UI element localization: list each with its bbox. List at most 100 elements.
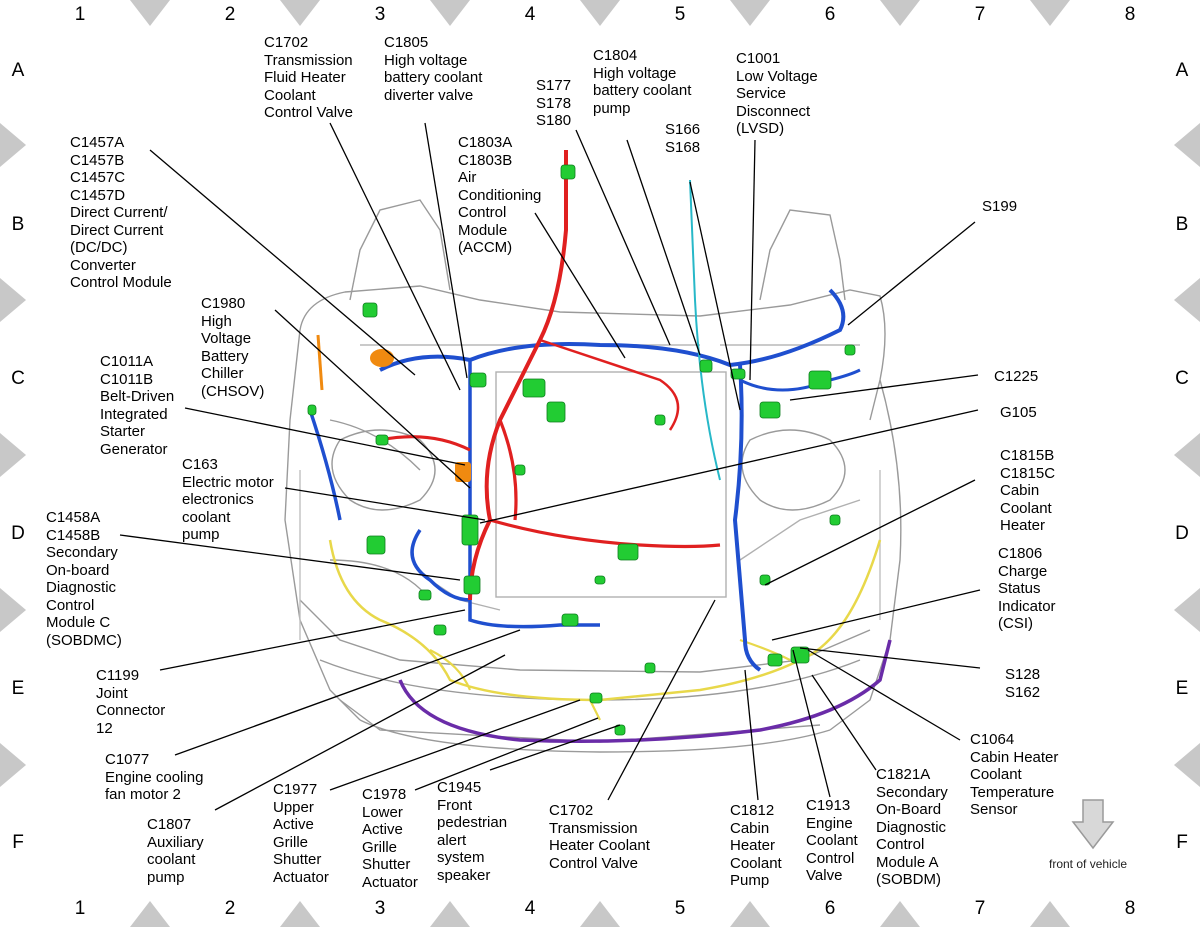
label-s177-s178-s180: S177 S178 S180 (536, 77, 572, 129)
connector-shape (307, 404, 317, 416)
connector-shape (362, 302, 378, 318)
grid-row-a-right: A (1175, 60, 1189, 81)
border-tick-right (1174, 433, 1200, 477)
connector-shape (469, 372, 487, 388)
label-c1702-fluid-heater-valve: C1702 Transmission Fluid Heater Coolant … (264, 34, 353, 121)
border-tick-bottom (430, 901, 470, 927)
blue-harness-left (308, 360, 600, 629)
grid-col-7-top: 7 (974, 4, 986, 25)
label-c1821: C1821A Secondary On-Board Diagnostic Con… (876, 766, 948, 888)
leader-line (489, 724, 621, 771)
grid-row-d-left: D (11, 523, 25, 544)
leader-line (626, 139, 701, 356)
connector-shape (767, 653, 783, 667)
leader-line (744, 669, 759, 801)
leader-line (329, 699, 581, 791)
leader-line (771, 589, 981, 641)
grid-col-8-bottom: 8 (1124, 898, 1136, 919)
connector-shape (644, 662, 656, 674)
grid-col-1-bottom: 1 (74, 898, 86, 919)
border-tick-left (0, 123, 26, 167)
label-c163: C163 Electric motor electronics coolant … (182, 456, 274, 543)
label-s166-s168: S166 S168 (665, 121, 701, 156)
leader-line (274, 309, 471, 489)
border-tick-left (0, 433, 26, 477)
connector-shape (699, 359, 713, 373)
red-hv-cable (468, 150, 568, 601)
front-of-vehicle-label: front of vehicle (1049, 857, 1128, 871)
grid-col-4-top: 4 (524, 4, 536, 25)
border-tick-top (580, 0, 620, 26)
label-s199: S199 (982, 198, 1018, 215)
connector-shape (461, 514, 479, 546)
leader-line (575, 129, 671, 346)
grid-col-5-bottom: 5 (674, 898, 686, 919)
leader-line (284, 487, 486, 521)
cyan-line (689, 179, 721, 481)
connector-shape (375, 434, 389, 446)
connector-shape (418, 589, 432, 601)
leader-line (184, 407, 466, 466)
connectors (307, 164, 856, 736)
label-c1458: C1458A C1458B Secondary On-board Diagnos… (46, 509, 122, 649)
leader-line (789, 374, 979, 401)
connector-shape (730, 368, 746, 380)
border-tick-right (1174, 123, 1200, 167)
connector-shape (759, 401, 781, 419)
blue-harness-top (379, 288, 846, 372)
label-c1077: C1077 Engine cooling fan motor 2 (105, 751, 204, 803)
border-tick-bottom (1030, 901, 1070, 927)
orange-components (316, 334, 471, 482)
leader-line (174, 629, 521, 756)
blue-harness-c1225 (739, 368, 861, 392)
border-tick-top (130, 0, 170, 26)
grid-row-f-right: F (1176, 832, 1188, 853)
yellow-harness-branch (429, 638, 791, 721)
label-c1807: C1807 Auxiliary coolant pump (147, 816, 204, 886)
leader-line (214, 654, 506, 811)
leader-line (119, 534, 461, 581)
front-of-vehicle-arrow-icon (1071, 799, 1115, 850)
connector-shape (546, 401, 566, 423)
label-c1804: C1804 High voltage battery coolant pump (593, 47, 692, 117)
connector-shape (522, 378, 546, 398)
leader-line (607, 599, 716, 801)
label-c1806: C1806 Charge Status Indicator (CSI) (998, 545, 1056, 632)
grid-col-8-top: 8 (1124, 4, 1136, 25)
border-tick-bottom (730, 901, 770, 927)
connector-shape (433, 624, 447, 636)
grid-col-6-bottom: 6 (824, 898, 836, 919)
leader-line (792, 649, 831, 798)
grid-row-d-right: D (1175, 523, 1189, 544)
connector-shape (560, 164, 576, 180)
grid-row-e-right: E (1175, 678, 1189, 699)
label-g105: G105 (1000, 404, 1037, 421)
grid-col-3-top: 3 (374, 4, 386, 25)
border-tick-top (1030, 0, 1070, 26)
connector-shape (844, 344, 856, 356)
leader-lines (119, 122, 981, 811)
yellow-harness (328, 539, 882, 702)
leader-line (764, 479, 976, 586)
label-c1977: C1977 Upper Active Grille Shutter Actuat… (273, 781, 329, 886)
leader-line (329, 122, 461, 391)
connector-shape (561, 613, 579, 627)
grid-col-6-top: 6 (824, 4, 836, 25)
border-tick-left (0, 588, 26, 632)
connector-shape (617, 543, 639, 561)
leader-line (149, 149, 416, 376)
leader-line (159, 609, 466, 671)
leader-line (424, 122, 468, 379)
connector-shape (366, 535, 386, 555)
leader-line (847, 221, 976, 326)
grid-row-c-right: C (1175, 368, 1189, 389)
connector-shape (514, 464, 526, 476)
blue-harness-right (732, 364, 762, 672)
border-tick-bottom (880, 901, 920, 927)
red-hv-top-branch (539, 338, 680, 431)
connector-shape (808, 370, 832, 390)
grid-row-a-left: A (11, 60, 25, 81)
